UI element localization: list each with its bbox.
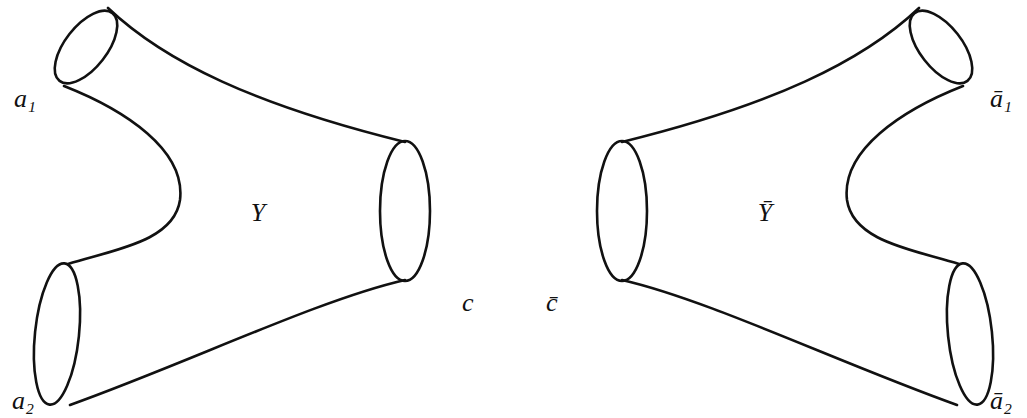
boundary-label: c̄ <box>546 290 558 316</box>
boundary-label: ā₁ <box>990 86 1012 112</box>
pants-surface: Ȳ <box>557 0 1027 418</box>
surface-name: Ȳ <box>758 200 772 226</box>
boundary-label: c <box>462 290 474 316</box>
pants-outline <box>557 0 1027 418</box>
boundary-label: ā₂ <box>990 388 1012 414</box>
pants-surface: Y <box>0 0 470 418</box>
boundary-label: a₂ <box>12 388 34 414</box>
surface-name: Y <box>251 200 265 226</box>
boundary-label: a₁ <box>14 86 36 112</box>
pants-outline <box>0 0 470 418</box>
